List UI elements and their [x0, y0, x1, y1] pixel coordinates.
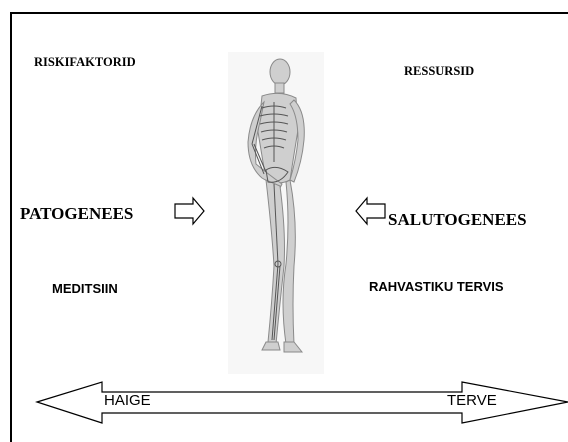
diagram-arrows	[0, 0, 568, 429]
scale-left-label: HAIGE	[104, 392, 151, 409]
scale-right-label: TERVE	[447, 392, 497, 409]
pathogenesis-arrow-icon	[175, 198, 204, 224]
salutogenesis-arrow-icon	[356, 198, 385, 224]
